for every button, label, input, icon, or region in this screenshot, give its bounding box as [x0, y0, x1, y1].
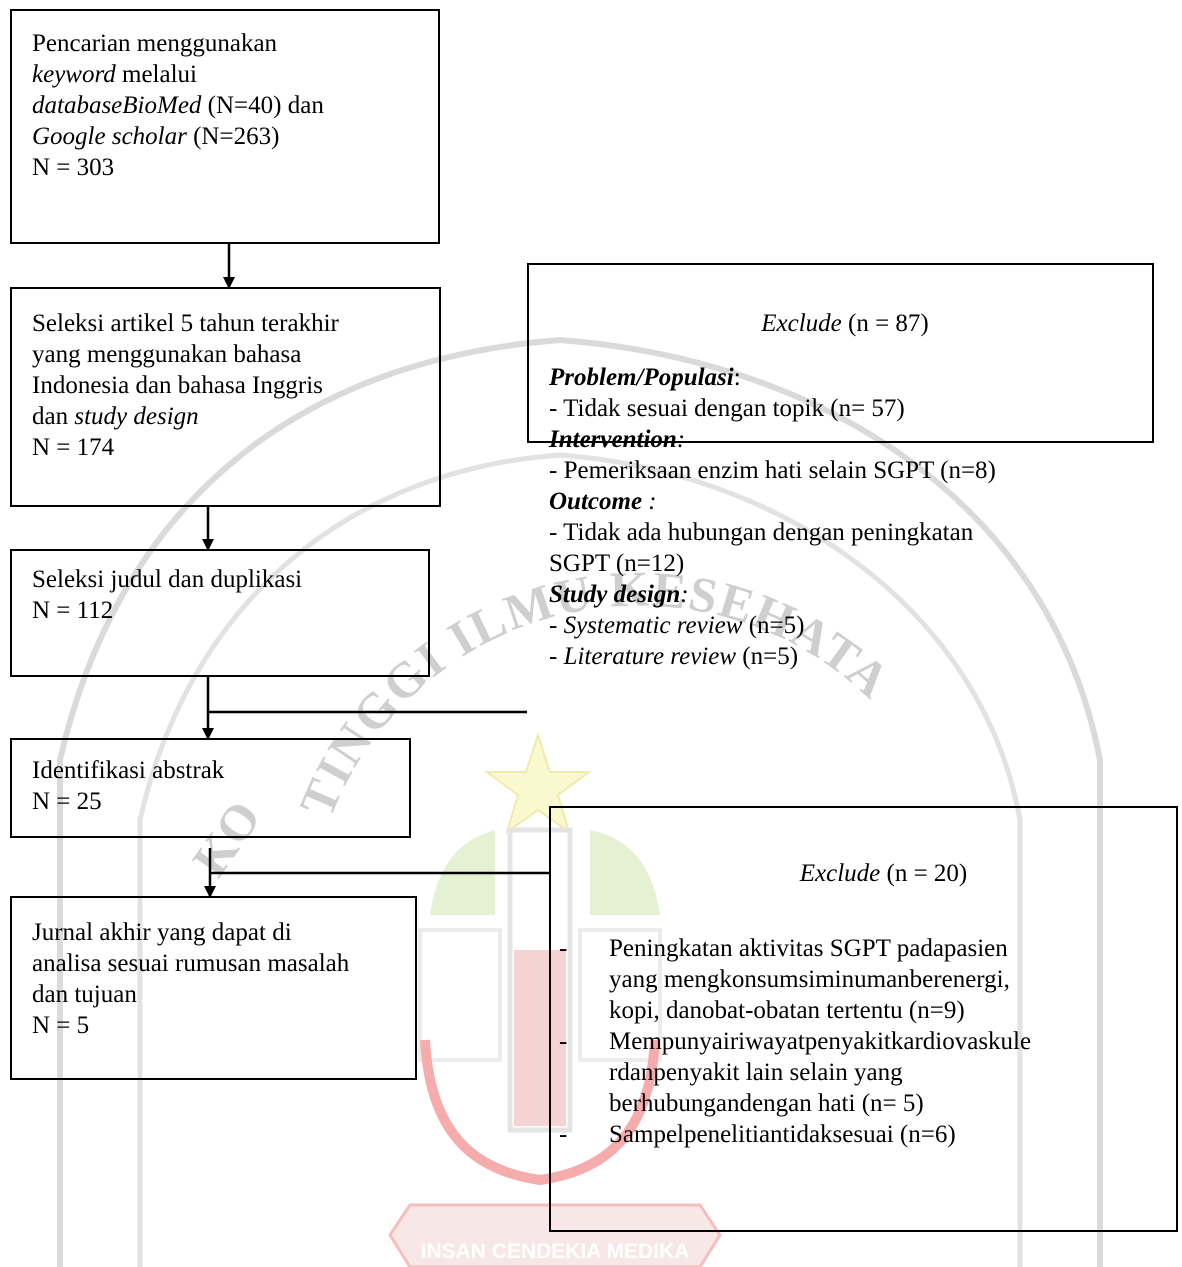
exclude2-item-line: rdanpenyakit lain selain yang	[609, 1059, 903, 1086]
exclude2-item: - Sampelpenelitiantidaksesuai (n=6)	[551, 1119, 1176, 1150]
watermark-inner-ring	[137, 452, 1023, 1267]
exclude1-content: Exclude (n = 87) Problem/Populasi: - Tid…	[549, 308, 1182, 672]
box4-line1: Identifikasi abstrak	[32, 757, 225, 784]
exclude1-problem-item: - Tidak sesuai dengan topik (n= 57)	[549, 395, 905, 422]
watermark-syringe-body	[507, 827, 573, 1133]
watermark-syringe-fill	[514, 950, 566, 1126]
box2-line4: dan study design	[32, 403, 199, 430]
watermark-book-right	[578, 928, 662, 1062]
exclude2-item: - Peningkatan aktivitas SGPT padapasien …	[551, 933, 1176, 1026]
box2-line2: yang menggunakan bahasa	[32, 341, 302, 368]
box-identification: Pencarian menggunakan keyword melalui da…	[10, 9, 440, 244]
exclude1-outcome-label: Outcome :	[549, 488, 657, 515]
exclude1-outcome-item-line1: - Tidak ada hubungan dengan peningkatan	[549, 519, 974, 546]
box2-count: N = 174	[32, 434, 115, 461]
exclude2-item-dash: -	[559, 935, 568, 962]
exclude1-intervention-item: - Pemeriksaan enzim hati selain SGPT (n=…	[549, 457, 996, 484]
exclude2-item-dash: -	[559, 1028, 568, 1055]
exclude2-item-line: Peningkatan aktivitas SGPT padapasien	[609, 935, 1008, 962]
exclude2-item-dash: -	[559, 1121, 568, 1148]
exclude2-item-line: kopi, danobat-obatan tertentu (n=9)	[609, 997, 965, 1024]
watermark-red-arc	[420, 1039, 660, 1186]
box1-line4: Google scholar (N=263)	[32, 123, 280, 150]
box-title-duplicates: Seleksi judul dan duplikasi N = 112	[10, 549, 430, 677]
box4-count: N = 25	[32, 788, 102, 815]
box1-line1: Pencarian menggunakan	[32, 30, 278, 57]
exclude2-item-line: Mempunyairiwayatpenyakitkardiovaskule	[609, 1028, 1032, 1055]
watermark-star-icon	[483, 731, 593, 835]
exclude2-item-line: Sampelpenelitiantidaksesuai (n=6)	[609, 1121, 956, 1148]
watermark-banner-text: INSAN CENDEKIA MEDIKA	[421, 1240, 690, 1263]
watermark-banner	[388, 1203, 722, 1267]
watermark-book-left	[418, 928, 502, 1062]
box2-line1: Seleksi artikel 5 tahun terakhir	[32, 310, 339, 337]
box1-line3: databaseBioMed (N=40) dan	[32, 92, 324, 119]
exclude1-study-item2: - Literature review (n=5)	[549, 643, 799, 670]
box-screening-years: Seleksi artikel 5 tahun terakhir yang me…	[10, 287, 441, 507]
exclude1-title: Exclude (n = 87)	[761, 310, 929, 337]
box-exclude-20: Exclude (n = 20) - Peningkatan aktivitas…	[549, 806, 1178, 1232]
box5-count: N = 5	[32, 1012, 90, 1039]
exclude1-study-item1: - Systematic review (n=5)	[549, 612, 805, 639]
box2-line3: Indonesia dan bahasa Inggris	[32, 372, 323, 399]
box5-line3: dan tujuan	[32, 981, 137, 1008]
exclude2-item-line: yang mengkonsumsiminumanberenergi,	[609, 966, 1010, 993]
exclude2-item: - Mempunyairiwayatpenyakitkardiovaskule …	[551, 1026, 1176, 1119]
box5-line1: Jurnal akhir yang dapat di	[32, 919, 292, 946]
box1-count: N = 303	[32, 154, 115, 181]
box-exclude-87	[527, 263, 1154, 443]
exclude1-problem-label: Problem/Populasi:	[549, 364, 741, 391]
box-final-journals: Jurnal akhir yang dapat di analisa sesua…	[10, 896, 417, 1080]
box-abstract-identification: Identifikasi abstrak N = 25	[10, 738, 411, 838]
exclude1-outcome-item-line2: SGPT (n=12)	[549, 550, 685, 577]
exclude2-item-line: berhubungandengan hati (n= 5)	[609, 1090, 924, 1117]
exclude1-intervention-label: Intervention:	[549, 426, 686, 453]
exclude2-title: Exclude (n = 20)	[799, 860, 968, 887]
watermark-right-leaf	[590, 830, 660, 915]
box3-line1: Seleksi judul dan duplikasi	[32, 566, 303, 593]
box1-line2: keyword melalui	[32, 61, 197, 88]
exclude1-study-label: Study design:	[549, 581, 689, 608]
watermark-outer-ring	[57, 336, 1103, 1267]
box3-count: N = 112	[32, 597, 114, 624]
box5-line2: analisa sesuai rumusan masalah	[32, 950, 350, 977]
exclude2-list: - Peningkatan aktivitas SGPT padapasien …	[551, 933, 1176, 1150]
